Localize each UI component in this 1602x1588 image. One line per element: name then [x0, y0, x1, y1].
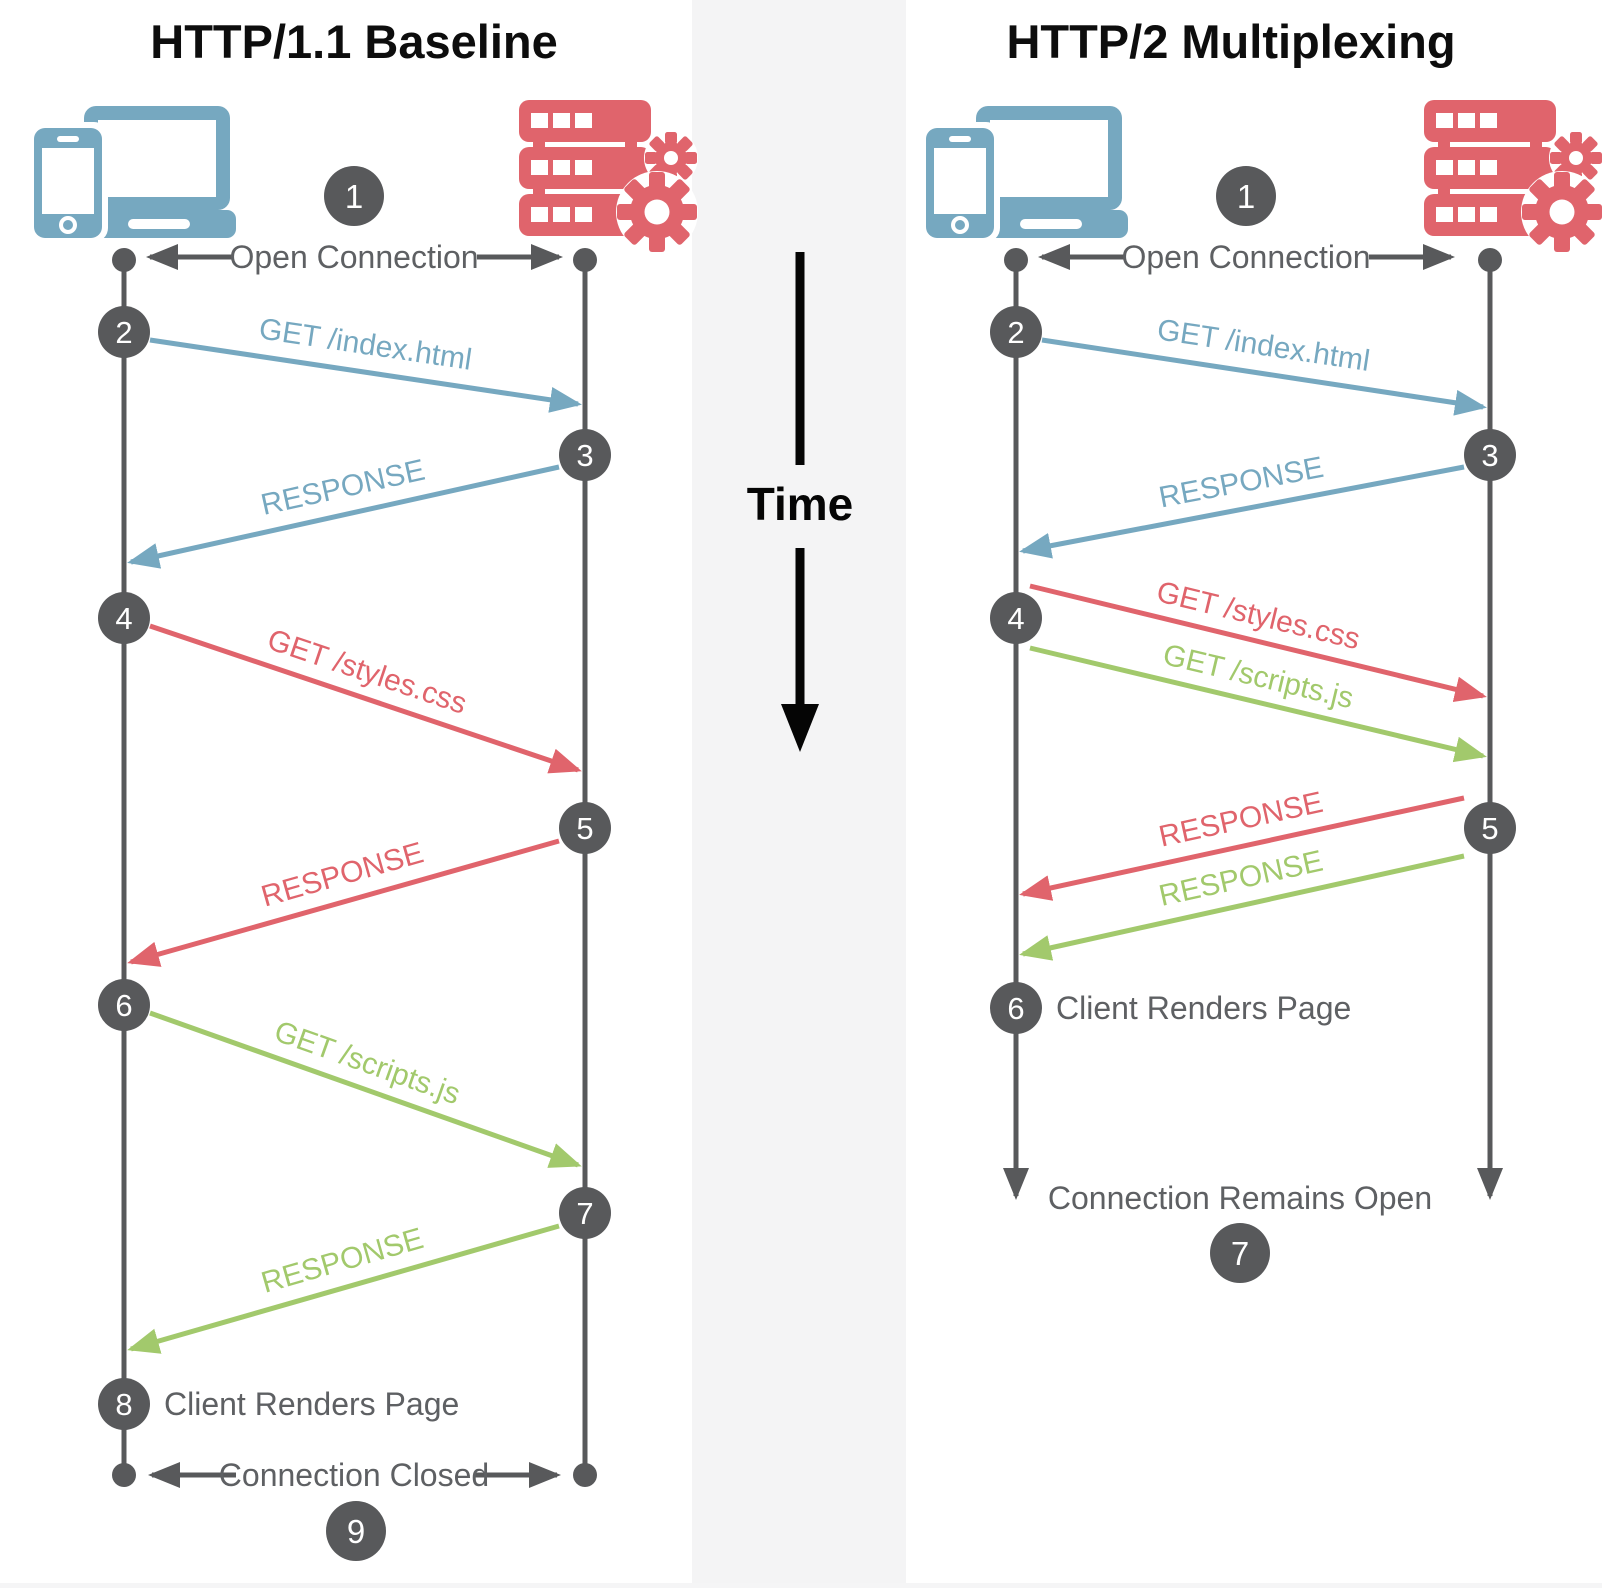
left-connection-closed-row: Connection Closed: [148, 1457, 561, 1493]
http11-panel: HTTP/1.1 Baseline Open Connection: [26, 15, 698, 1561]
svg-text:1: 1: [345, 178, 363, 215]
right-client-renders-label: Client Renders Page: [1056, 990, 1351, 1026]
left-client-renders-label: Client Renders Page: [164, 1386, 459, 1422]
left-step-badges: 1 2 3 4 5 6 7 8 9: [98, 166, 611, 1561]
server-gears-icon: [1424, 100, 1602, 253]
arrow-response-styles: [127, 838, 560, 967]
left-lifeline-dots: [112, 248, 597, 1487]
step-badge-7: 7: [1210, 1223, 1270, 1283]
client-devices-icon: [26, 104, 238, 244]
step-badge-6: 6: [98, 979, 150, 1031]
svg-text:9: 9: [347, 1513, 365, 1550]
step-badge-9: 9: [326, 1501, 386, 1561]
bottom-band: [0, 1583, 1602, 1588]
server-gears-icon: [519, 100, 698, 253]
time-axis: Time: [747, 252, 854, 752]
arrow-get-scripts: [1029, 645, 1487, 763]
arrow-get-styles: [1029, 583, 1487, 703]
svg-text:4: 4: [1007, 601, 1024, 636]
right-step-badges: 1 2 3 4 5 6 7: [990, 166, 1516, 1283]
svg-text:5: 5: [1481, 811, 1498, 846]
label-get-index: GET /index.html: [257, 312, 474, 376]
arrow-get-styles: [149, 623, 582, 774]
svg-text:4: 4: [115, 601, 132, 636]
step-badge-3: 3: [559, 429, 611, 481]
arrow-response-scripts: [1019, 853, 1465, 961]
step-badge-7: 7: [559, 1187, 611, 1239]
svg-text:2: 2: [115, 315, 132, 350]
left-arrows: [127, 337, 582, 1354]
step-badge-3: 3: [1464, 429, 1516, 481]
label-response-index: RESPONSE: [258, 454, 428, 522]
label-get-index: GET /index.html: [1155, 313, 1372, 378]
right-arrows: [1019, 337, 1487, 961]
connection-remains-open-label: Connection Remains Open: [1048, 1180, 1432, 1216]
step-badge-2: 2: [98, 306, 150, 358]
svg-text:6: 6: [1007, 991, 1024, 1026]
step-badge-6: 6: [990, 982, 1042, 1034]
step-badge-5: 5: [559, 802, 611, 854]
step-badge-2: 2: [990, 306, 1042, 358]
right-open-connection-row: Open Connection: [1038, 239, 1455, 275]
arrow-get-scripts: [149, 1010, 582, 1168]
arrow-response-styles: [1019, 795, 1465, 901]
svg-text:3: 3: [576, 438, 593, 473]
label-response-scripts: RESPONSE: [1156, 845, 1326, 913]
right-panel-title: HTTP/2 Multiplexing: [1006, 15, 1455, 68]
svg-text:8: 8: [115, 1387, 132, 1422]
svg-text:1: 1: [1237, 178, 1255, 215]
label-response-styles: RESPONSE: [1156, 786, 1326, 854]
arrow-response-index: [1019, 464, 1465, 559]
svg-text:2: 2: [1007, 315, 1024, 350]
step-badge-4: 4: [98, 592, 150, 644]
center-divider-strip: [692, 0, 906, 1588]
arrow-get-index: [149, 337, 582, 413]
svg-text:7: 7: [576, 1196, 593, 1231]
http2-panel: HTTP/2 Multiplexing Open Connection GE: [918, 15, 1602, 1283]
step-badge-1: 1: [324, 166, 384, 226]
open-connection-label: Open Connection: [229, 239, 478, 275]
time-label: Time: [747, 478, 854, 530]
step-badge-8: 8: [98, 1378, 150, 1430]
open-connection-label: Open Connection: [1121, 239, 1370, 275]
right-lifelines: [1003, 262, 1503, 1200]
svg-text:5: 5: [576, 811, 593, 846]
step-badge-4: 4: [990, 592, 1042, 644]
arrow-get-index: [1041, 337, 1487, 416]
arrow-response-index: [127, 464, 560, 569]
right-lifeline-dots: [1004, 248, 1502, 272]
svg-text:7: 7: [1231, 1235, 1249, 1272]
left-open-connection-row: Open Connection: [146, 239, 563, 275]
left-panel-title: HTTP/1.1 Baseline: [150, 15, 558, 68]
step-badge-5: 5: [1464, 802, 1516, 854]
arrow-response-scripts: [127, 1223, 560, 1354]
time-arrowhead: [781, 704, 819, 752]
connection-closed-label: Connection Closed: [219, 1457, 489, 1493]
svg-text:6: 6: [115, 988, 132, 1023]
client-devices-icon: [918, 104, 1130, 244]
label-response-index: RESPONSE: [1156, 451, 1326, 515]
step-badge-1: 1: [1216, 166, 1276, 226]
label-get-scripts: GET /scripts.js: [270, 1015, 464, 1111]
svg-text:3: 3: [1481, 438, 1498, 473]
